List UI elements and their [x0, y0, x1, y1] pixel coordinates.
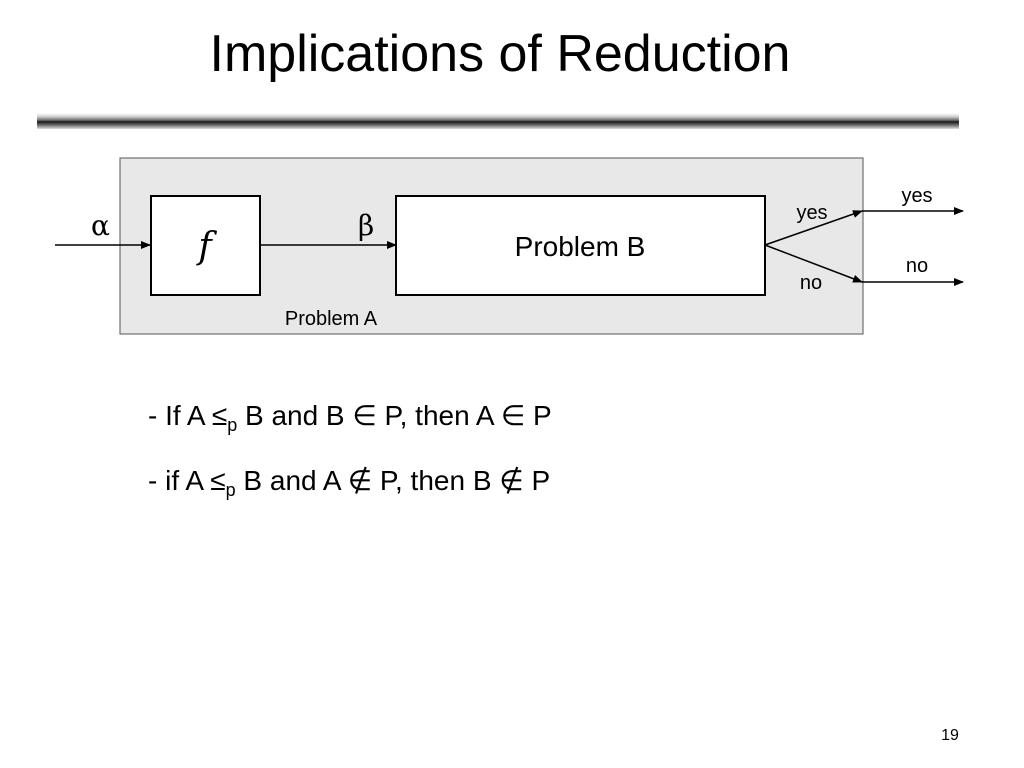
- yes-branch-arrow: [764, 210, 863, 246]
- bullet-reduction-in-p: - If A ≤p B and B ∈ P, then A ∈ P: [148, 400, 552, 435]
- bullet-text: - If A: [148, 400, 212, 431]
- page-number: 19: [941, 727, 959, 744]
- problem-b-label: Problem B: [515, 231, 646, 262]
- leq-symbol: ≤: [211, 400, 228, 431]
- poly-subscript: p: [227, 415, 238, 435]
- title-divider: [37, 113, 959, 129]
- inner-yes-label: yes: [796, 202, 827, 224]
- problem-b-box: [395, 195, 766, 296]
- bullet-reduction-not-in-p: - if A ≤p B and A ∉ P, then B ∉ P: [148, 465, 551, 500]
- outer-no-label: no: [906, 255, 928, 277]
- bullet-text: P, then A: [376, 400, 501, 431]
- element-of-symbol: ∈: [352, 400, 377, 431]
- inner-no-label: no: [800, 272, 822, 294]
- not-element-of-symbol: ∉: [499, 465, 524, 496]
- bullet-text: P, then B: [372, 465, 500, 496]
- not-element-of-symbol: ∉: [347, 465, 373, 496]
- outer-yes-label: yes: [901, 185, 932, 207]
- element-of-symbol: ∈: [500, 400, 526, 431]
- bullet-text: P: [523, 465, 551, 496]
- bullet-text: B and B: [237, 400, 353, 431]
- intermediate-beta-symbol: β: [358, 209, 374, 242]
- no-branch-arrow: [764, 244, 863, 283]
- input-alpha-symbol: α: [91, 209, 110, 242]
- poly-subscript: p: [225, 480, 236, 500]
- slide-title: Implications of Reduction: [209, 25, 791, 83]
- reduction-diagram: α f β Problem B yes no yes no Problem A: [55, 157, 964, 335]
- bullet-text: P: [525, 400, 552, 431]
- bullet-text: - if A: [148, 465, 211, 496]
- bullet-text: B and A: [235, 465, 348, 496]
- leq-symbol: ≤: [210, 465, 226, 496]
- problem-a-label: Problem A: [285, 308, 378, 330]
